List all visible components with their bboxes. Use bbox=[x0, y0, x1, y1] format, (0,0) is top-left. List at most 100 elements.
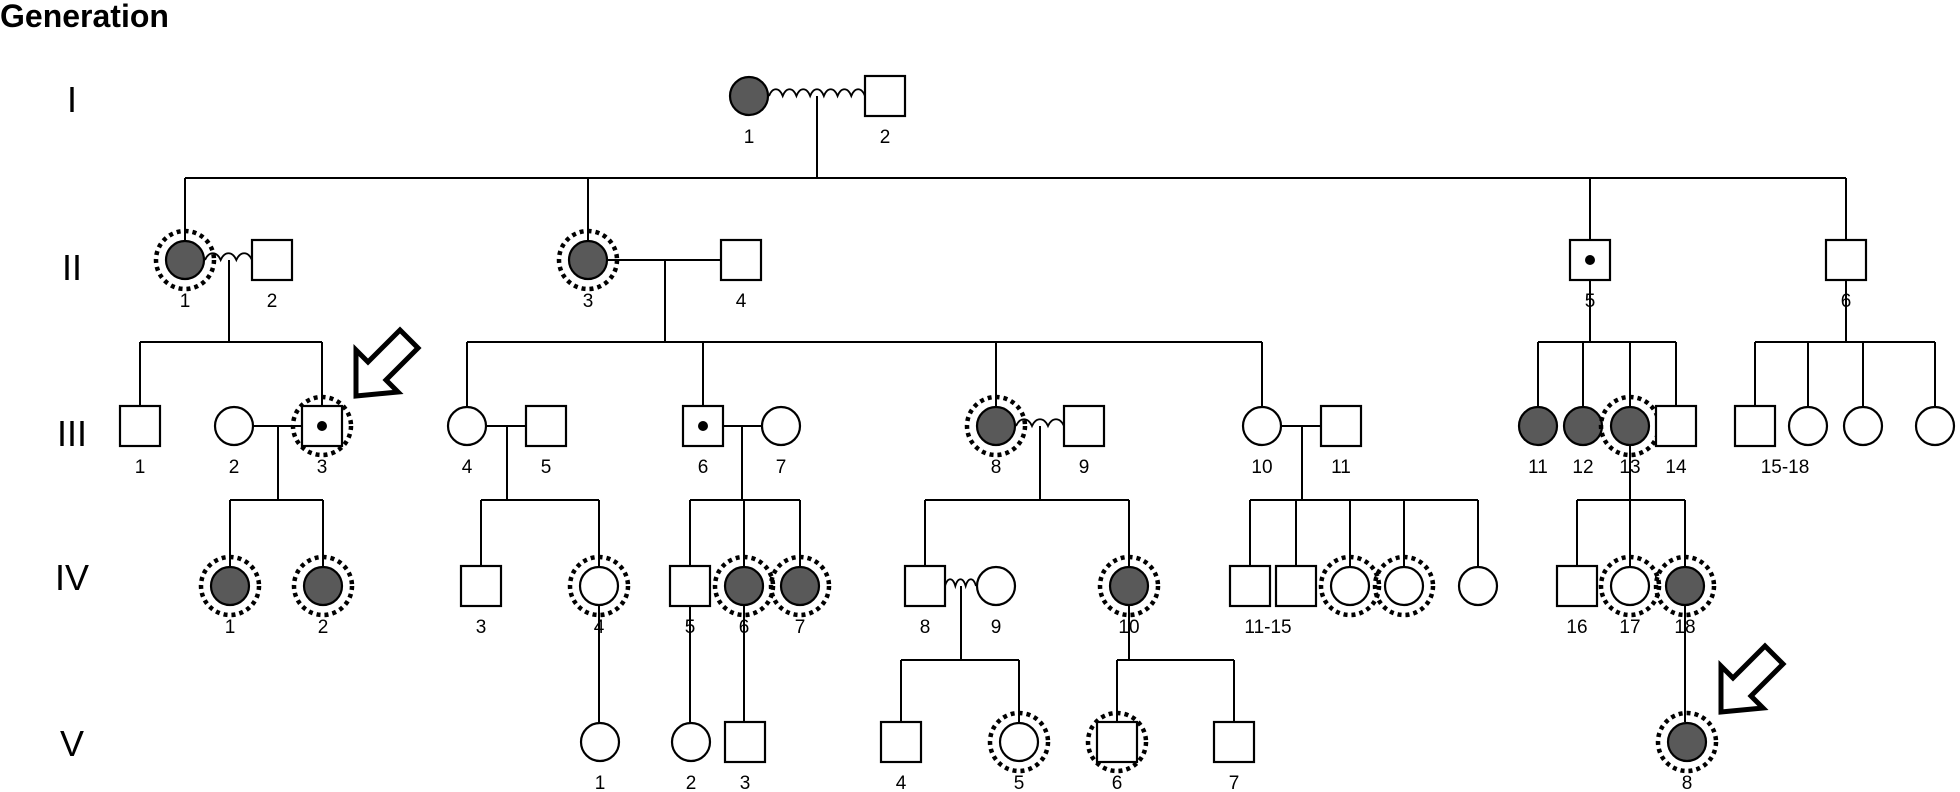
female-symbol bbox=[723, 565, 765, 607]
individual-ii-3 bbox=[556, 228, 620, 292]
individual-iii-14 bbox=[1654, 404, 1698, 448]
consanguinity-line bbox=[768, 88, 866, 99]
individual-label: 8 bbox=[920, 617, 931, 638]
individual-iv-1 bbox=[198, 554, 262, 618]
individual-label: 10 bbox=[1251, 457, 1272, 478]
dotted-ring-marker bbox=[1655, 710, 1719, 774]
individual-iv-7 bbox=[768, 554, 832, 618]
individual-iii-11b bbox=[1517, 405, 1559, 447]
individual-iv-4 bbox=[567, 554, 631, 618]
male-symbol bbox=[1654, 404, 1698, 448]
individual-v-5 bbox=[987, 710, 1051, 774]
female-symbol bbox=[1383, 565, 1425, 607]
individual-label: 8 bbox=[991, 457, 1002, 478]
dotted-ring-marker bbox=[290, 394, 354, 458]
individual-iii-1 bbox=[118, 404, 162, 448]
individual-iv-18 bbox=[1653, 554, 1717, 618]
individual-label: 7 bbox=[795, 617, 806, 638]
individual-iv-11-15a bbox=[1228, 564, 1272, 608]
individual-iii-8 bbox=[964, 394, 1028, 458]
dotted-ring-marker bbox=[556, 228, 620, 292]
individual-label: 3 bbox=[583, 291, 594, 312]
individual-label: 15-18 bbox=[1761, 457, 1810, 478]
female-symbol bbox=[578, 565, 620, 607]
female-symbol bbox=[1329, 565, 1371, 607]
female-symbol bbox=[567, 239, 609, 281]
male-symbol bbox=[1568, 238, 1612, 282]
individual-iv-17 bbox=[1598, 554, 1662, 618]
individual-iii-6 bbox=[681, 404, 725, 448]
individual-label: 9 bbox=[1079, 457, 1090, 478]
female-symbol bbox=[1914, 405, 1956, 447]
male-symbol bbox=[1319, 404, 1363, 448]
individual-iii-15-18a bbox=[1733, 404, 1777, 448]
individual-v-8 bbox=[1655, 710, 1719, 774]
consanguinity-line bbox=[204, 252, 253, 263]
dotted-ring-marker bbox=[291, 554, 355, 618]
carrier-dot bbox=[317, 421, 327, 431]
individual-iv-11-15d bbox=[1372, 554, 1436, 618]
individual-v-2 bbox=[670, 721, 712, 763]
individual-iv-3 bbox=[459, 564, 503, 608]
male-symbol bbox=[1062, 404, 1106, 448]
female-symbol bbox=[1666, 721, 1708, 763]
individual-label: 2 bbox=[318, 617, 329, 638]
individual-iii-10 bbox=[1241, 405, 1283, 447]
individual-iii-15-18d bbox=[1914, 405, 1956, 447]
male-symbol bbox=[118, 404, 162, 448]
male-symbol bbox=[459, 564, 503, 608]
individual-label: 6 bbox=[1841, 291, 1852, 312]
individual-label: 2 bbox=[880, 127, 891, 148]
individual-label: 1 bbox=[135, 457, 146, 478]
individual-iv-11-15e bbox=[1457, 565, 1499, 607]
female-symbol bbox=[975, 565, 1017, 607]
female-symbol bbox=[209, 565, 251, 607]
male-symbol bbox=[524, 404, 568, 448]
female-symbol bbox=[164, 239, 206, 281]
individual-iv-16 bbox=[1555, 564, 1599, 608]
individual-label: 1 bbox=[744, 127, 755, 148]
dotted-ring-marker bbox=[1598, 554, 1662, 618]
individual-ii-4 bbox=[719, 238, 763, 282]
dotted-ring-marker bbox=[768, 554, 832, 618]
female-symbol bbox=[760, 405, 802, 447]
male-symbol bbox=[1733, 404, 1777, 448]
female-symbol bbox=[1609, 405, 1651, 447]
consanguinity-line bbox=[944, 578, 977, 590]
individual-label: 1 bbox=[595, 773, 606, 792]
individual-i-1 bbox=[728, 75, 770, 117]
individual-label: 6 bbox=[1112, 773, 1123, 792]
male-symbol bbox=[719, 238, 763, 282]
individual-label: 3 bbox=[740, 773, 751, 792]
male-symbol bbox=[1212, 720, 1256, 764]
male-symbol bbox=[879, 720, 923, 764]
individual-iii-12 bbox=[1562, 405, 1604, 447]
male-symbol bbox=[903, 564, 947, 608]
individual-v-7 bbox=[1212, 720, 1256, 764]
individual-iv-5 bbox=[668, 564, 712, 608]
female-symbol bbox=[1787, 405, 1829, 447]
individual-label: 11-15 bbox=[1244, 617, 1291, 638]
dotted-ring-marker bbox=[198, 554, 262, 618]
generation-label-iv: IV bbox=[55, 557, 89, 598]
individual-iv-9 bbox=[975, 565, 1017, 607]
female-symbol bbox=[975, 405, 1017, 447]
male-symbol bbox=[250, 238, 294, 282]
female-symbol bbox=[1241, 405, 1283, 447]
individual-label: 17 bbox=[1619, 617, 1640, 638]
individual-label: 9 bbox=[991, 617, 1002, 638]
female-symbol bbox=[1664, 565, 1706, 607]
female-symbol bbox=[779, 565, 821, 607]
generation-label-ii: II bbox=[62, 247, 82, 288]
individual-label: 1 bbox=[225, 617, 236, 638]
individual-v-3 bbox=[723, 720, 767, 764]
individual-iii-15-18b bbox=[1787, 405, 1829, 447]
individual-label: 4 bbox=[736, 291, 747, 312]
female-symbol bbox=[1609, 565, 1651, 607]
male-symbol bbox=[863, 74, 907, 118]
individual-v-1 bbox=[579, 721, 621, 763]
individual-label: 14 bbox=[1665, 457, 1687, 478]
individual-label: 11 bbox=[1331, 457, 1351, 478]
individual-iv-2 bbox=[291, 554, 355, 618]
